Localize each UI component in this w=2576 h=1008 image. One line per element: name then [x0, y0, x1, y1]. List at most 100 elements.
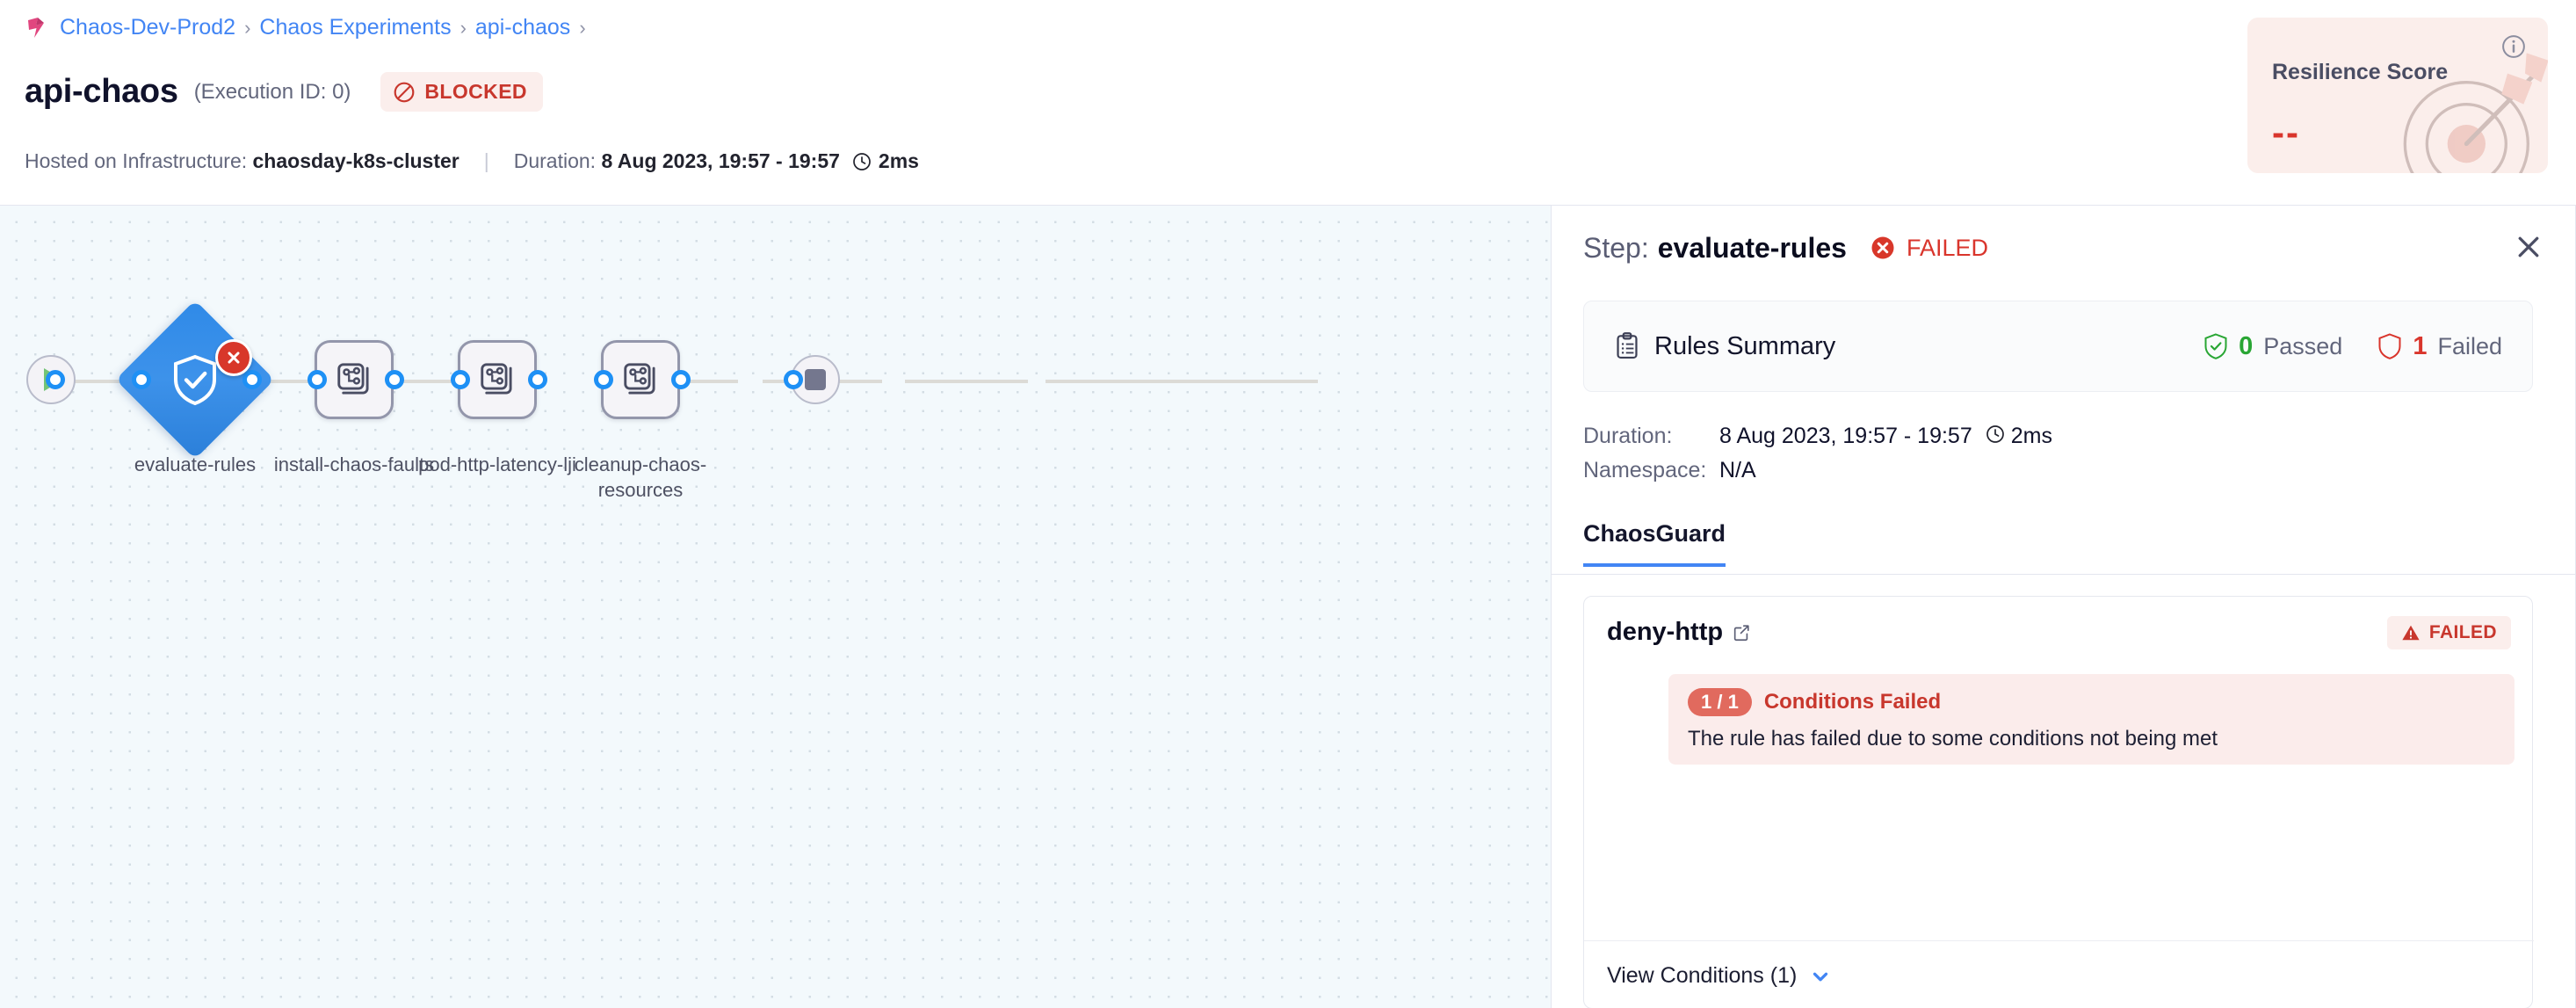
resilience-score-title: Resilience Score — [2272, 60, 2449, 84]
step-status: FAILED — [1870, 235, 1988, 262]
clipboard-icon — [1617, 332, 1638, 359]
rules-failed-count: 1 — [2413, 331, 2428, 360]
title-row: api-chaos (Execution ID: 0) BLOCKED — [25, 72, 543, 112]
rules-summary-card: Rules Summary 0 Passed 1 Failed — [1583, 301, 2533, 392]
flow-node-label-pod-http-latency-lji: pod-http-latency-lji — [418, 453, 576, 475]
meta-row: Hosted on Infrastructure: chaosday-k8s-c… — [25, 149, 919, 173]
breadcrumb-separator: › — [244, 16, 251, 39]
resilience-score-card: Resilience Score -- — [2247, 18, 2548, 173]
port-evaluate-rules-in[interactable] — [132, 370, 151, 389]
flow-node-evaluate-rules-icon-wrap — [139, 323, 251, 436]
info-icon[interactable] — [2500, 33, 2527, 60]
view-conditions-label: View Conditions (1) — [1607, 963, 1798, 988]
edge-cleanup-to-end — [905, 380, 1028, 383]
port-pod-http-latency-in[interactable] — [451, 370, 470, 389]
edge-evaluate-to-install — [332, 380, 499, 383]
conditions-failed-banner: 1 / 1 Conditions Failed The rule has fai… — [1668, 674, 2514, 765]
rule-status-badge: FAILED — [2386, 616, 2511, 649]
port-install-chaos-faults-out[interactable] — [385, 370, 404, 389]
rule-name: deny-http — [1607, 618, 1724, 646]
rule-title-group: deny-http — [1607, 618, 1751, 647]
rules-passed-label: Passed — [2263, 332, 2343, 359]
page-title: api-chaos — [25, 73, 178, 110]
port-pod-http-latency-out[interactable] — [528, 370, 547, 389]
port-end-in[interactable] — [784, 370, 803, 389]
infra-value: chaosday-k8s-cluster — [252, 149, 459, 172]
view-conditions-toggle[interactable]: View Conditions (1) — [1607, 963, 1832, 989]
step-details-panel: Step: evaluate-rules FAILED — [1551, 206, 2576, 1008]
breadcrumb: Chaos-Dev-Prod2 › Chaos Experiments › ap… — [26, 15, 586, 40]
close-icon — [2518, 236, 2539, 257]
rules-summary-stats: 0 Passed 1 Failed — [2203, 332, 2502, 361]
error-x-icon — [1871, 236, 1894, 259]
duration-ms: 2ms — [878, 149, 919, 172]
detail-namespace-label: Namespace: — [1583, 458, 1707, 482]
edge-evaluate-rules-left — [227, 380, 323, 383]
clock-icon — [1986, 425, 2004, 443]
rules-failed-label: Failed — [2437, 332, 2502, 359]
chaos-fault-icon — [481, 363, 512, 395]
rules-passed-count: 0 — [2239, 331, 2254, 360]
close-panel-button[interactable] — [2510, 228, 2547, 265]
breadcrumb-item-0[interactable]: Chaos-Dev-Prod2 — [60, 15, 236, 40]
detail-duration-value: 8 Aug 2023, 19:57 - 19:57 — [1719, 424, 1972, 448]
conditions-failed-label: Conditions Failed — [1763, 690, 1942, 714]
detail-row-duration: Duration: 8 Aug 2023, 19:57 - 19:57 2ms — [1583, 424, 2052, 449]
warning-triangle-icon — [2402, 625, 2420, 641]
status-badge-label: BLOCKED — [424, 80, 527, 103]
duration-label: Duration: — [513, 149, 597, 172]
duration-value: 8 Aug 2023, 19:57 - 19:57 — [601, 149, 840, 172]
detail-row-namespace: Namespace: N/A — [1583, 458, 1756, 483]
shield-check-icon — [2204, 333, 2227, 359]
chaos-fault-icon — [624, 363, 655, 395]
rule-card-divider — [1584, 940, 2534, 941]
port-evaluate-rules-out[interactable] — [242, 370, 262, 389]
shield-check-icon — [174, 354, 216, 406]
page-header: Chaos-Dev-Prod2 › Chaos Experiments › ap… — [0, 0, 2576, 206]
breadcrumb-item-2[interactable]: api-chaos — [474, 15, 571, 40]
harness-logo-icon — [28, 17, 44, 38]
breadcrumb-item-1[interactable]: Chaos Experiments — [259, 15, 452, 40]
rules-passed-stat: 0 Passed — [2203, 332, 2342, 361]
rules-summary-title-group: Rules Summary — [1614, 332, 1835, 361]
flow-node-label-evaluate-rules: evaluate-rules — [134, 453, 257, 475]
flow-node-label-install-chaos-faults: install-chaos-faults — [273, 453, 435, 475]
conditions-failed-header: 1 / 1 Conditions Failed — [1688, 688, 2495, 716]
rule-status-badge-label: FAILED — [2428, 622, 2497, 642]
rules-failed-stat: 1 Failed — [2377, 332, 2502, 361]
flow-graph: evaluate-rules install-chaos-faults — [0, 206, 1551, 1008]
step-prefix-label: Step: — [1583, 231, 1649, 264]
infra-label: Hosted on Infrastructure: — [25, 149, 248, 172]
step-details-header: Step: evaluate-rules FAILED — [1552, 206, 2575, 290]
breadcrumb-separator: › — [579, 16, 586, 39]
node-error-badge[interactable] — [215, 339, 252, 376]
port-install-chaos-faults-in[interactable] — [308, 370, 327, 389]
rule-card-deny-http: deny-http FAILED 1 / 1 Condition — [1583, 596, 2534, 1008]
step-status-label: FAILED — [1906, 234, 1988, 261]
execution-id: (Execution ID: 0) — [193, 79, 351, 104]
target-arrow-icon — [2403, 53, 2548, 173]
panel-tabs: ChaosGuard — [1552, 515, 2575, 575]
error-x-icon — [228, 352, 240, 364]
detail-duration-ms: 2ms — [2010, 424, 2052, 448]
chaos-fault-icon — [337, 363, 369, 395]
port-cleanup-chaos-resources-out[interactable] — [671, 370, 691, 389]
chevron-down-icon — [1813, 972, 1828, 981]
conditions-failed-count: 1 / 1 — [1688, 688, 1752, 716]
conditions-failed-message: The rule has failed due to some conditio… — [1688, 727, 2218, 751]
status-badge: BLOCKED — [380, 72, 543, 112]
resilience-score-value: -- — [2272, 112, 2300, 153]
blocked-icon — [394, 82, 415, 102]
edge-to-end — [1046, 380, 1318, 383]
rules-summary-title: Rules Summary — [1654, 331, 1836, 360]
stop-icon — [805, 369, 826, 390]
step-name: evaluate-rules — [1657, 231, 1847, 264]
external-link-icon[interactable] — [1732, 623, 1751, 642]
meta-divider: | — [483, 149, 489, 172]
port-start-out[interactable] — [46, 370, 65, 389]
pipeline-canvas[interactable]: evaluate-rules install-chaos-faults — [0, 206, 1551, 1008]
port-cleanup-chaos-resources-in[interactable] — [594, 370, 613, 389]
shield-outline-icon — [2378, 333, 2401, 359]
tab-chaosguard[interactable]: ChaosGuard — [1583, 520, 1726, 567]
